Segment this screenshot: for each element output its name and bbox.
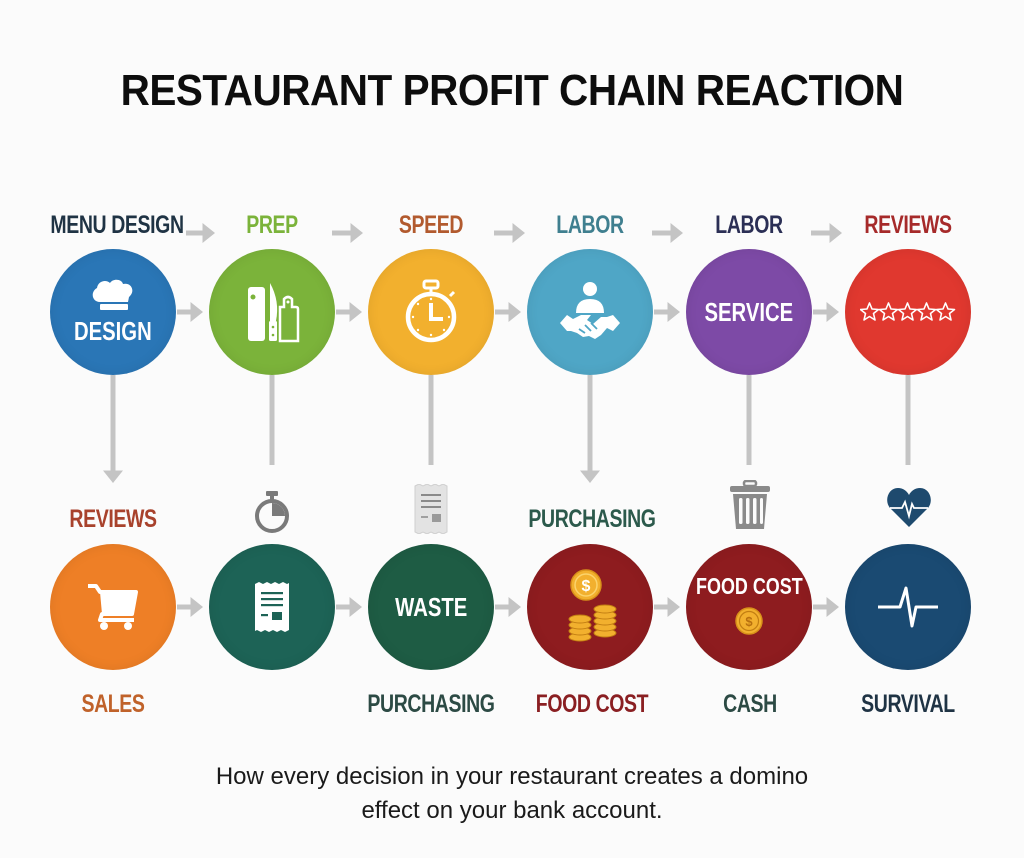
top-label-menu-design: MENU DESIGN: [50, 211, 184, 239]
circle-text-design: DESIGN: [74, 315, 152, 346]
subtitle-line-1: How every decision in your restaurant cr…: [215, 763, 809, 790]
svg-text:$: $: [745, 614, 753, 629]
top-label-reviews: REVIEWS: [864, 211, 952, 239]
circle-labor: [527, 249, 653, 375]
shopping-cart-icon: [88, 584, 138, 630]
coins-icon: $: [568, 569, 617, 642]
subtitle: How every decision in your restaurant cr…: [0, 760, 1024, 828]
circle-prep: [209, 249, 335, 375]
receipt-gray-icon: [414, 484, 448, 534]
receipt-icon: [255, 582, 289, 632]
stopwatch-outline-icon: [255, 491, 289, 533]
circle-waste: WASTE: [368, 544, 494, 670]
trash-can-icon: [730, 480, 770, 529]
top-label-labor-2: LABOR: [715, 211, 783, 239]
pulse-line-icon: [878, 586, 938, 628]
heartbeat-heart-icon: [887, 488, 931, 527]
circle-text-service: SERVICE: [704, 296, 794, 327]
stopwatch-icon: [405, 279, 457, 343]
circle-food-cost-cash: FOOD COST $: [686, 544, 812, 670]
middle-label-reviews: REVIEWS: [69, 505, 157, 533]
top-label-speed: SPEED: [398, 211, 464, 239]
circle-reviews: [845, 249, 971, 375]
circle-design: DESIGN: [50, 249, 176, 375]
bottom-label-cash: CASH: [723, 690, 777, 718]
top-label-prep: PREP: [246, 211, 298, 239]
handshake-person-icon: [560, 282, 620, 339]
bottom-label-survival: SURVIVAL: [861, 690, 955, 718]
bottom-label-food-cost: FOOD COST: [535, 690, 649, 718]
circle-speed: [368, 249, 494, 375]
subtitle-line-2: effect on your bank account.: [361, 797, 663, 824]
circle-text-food-cost: FOOD COST: [695, 572, 803, 599]
circle-survival: [845, 544, 971, 670]
page-title: RESTAURANT PROFIT CHAIN REACTION: [120, 66, 904, 115]
five-stars-icon: [860, 302, 956, 321]
vertical-connectors: [103, 375, 911, 483]
chef-hat-icon: [92, 279, 133, 310]
circle-text-waste: WASTE: [394, 591, 468, 622]
middle-label-purchasing: PURCHASING: [528, 505, 656, 533]
svg-text:$: $: [582, 578, 591, 595]
bottom-label-sales: SALES: [81, 690, 145, 718]
bottom-label-purchasing: PURCHASING: [367, 690, 495, 718]
circle-food-cost: $: [527, 544, 653, 670]
knife-cutting-board-icon: [248, 283, 300, 343]
top-label-labor: LABOR: [556, 211, 624, 239]
circle-receipt: [209, 544, 335, 670]
dollar-coin-icon: $: [735, 606, 763, 635]
circle-service: SERVICE: [686, 249, 812, 375]
circle-sales: [50, 544, 176, 670]
